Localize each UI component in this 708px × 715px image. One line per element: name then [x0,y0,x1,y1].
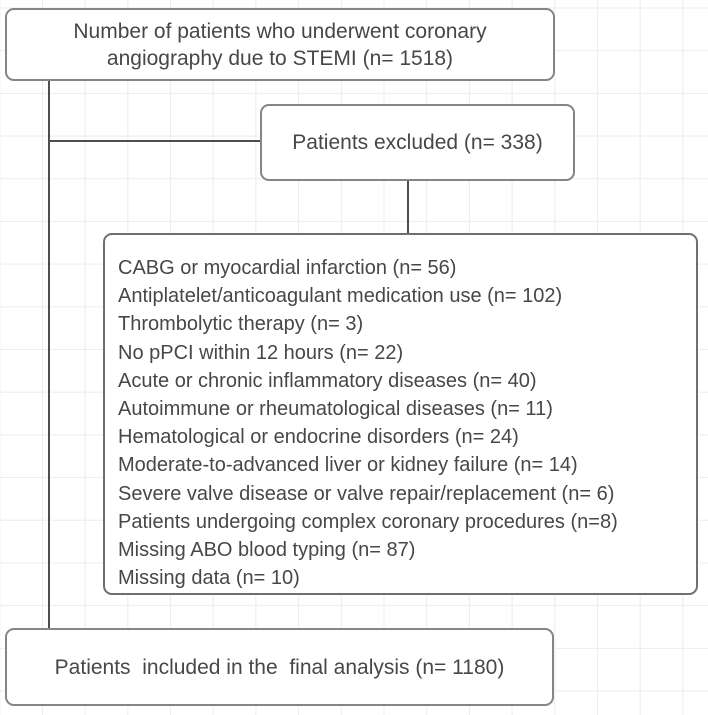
enrolled-patients-box: Number of patients who underwent coronar… [5,8,555,81]
exclusion-reason-item: No pPCI within 12 hours (n= 22) [118,341,404,364]
excluded-patients-label: Patients excluded (n= 338) [292,131,543,154]
exclusion-reason-item: Patients undergoing complex coronary pro… [118,510,618,533]
excluded-patients-box: Patients excluded (n= 338) [260,104,575,181]
exclusion-reason-item: CABG or myocardial infarction (n= 56) [118,257,457,279]
connector-branch-to-excluded [48,140,260,142]
exclusion-reason-item: Autoimmune or rheumatological diseases (… [118,398,553,421]
included-patients-label: Patients included in the final analysis … [54,655,505,679]
exclusion-reason-item: Moderate-to-advanced liver or kidney fai… [118,454,578,477]
exclusion-reason-item: Thrombolytic therapy (n= 3) [118,313,364,336]
exclusion-reason-item: Missing data (n= 10) [118,567,300,590]
exclusion-reason-item: Severe valve disease or valve repair/rep… [118,482,615,505]
included-patients-box: Patients included in the final analysis … [5,628,554,706]
exclusion-reason-item: Missing ABO blood typing (n= 87) [118,539,416,562]
exclusion-reason-item: Antiplatelet/anticoagulant medication us… [118,285,563,308]
exclusion-reason-item: Acute or chronic inflammatory diseases (… [118,369,537,392]
enrolled-patients-label: Number of patients who underwent coronar… [73,19,487,70]
connector-excluded-to-reasons [407,180,409,234]
exclusion-reason-item: Hematological or endocrine disorders (n=… [118,426,519,449]
exclusion-reasons-box: CABG or myocardial infarction (n= 56) Ant… [103,233,698,595]
connector-title-to-included [48,80,50,629]
